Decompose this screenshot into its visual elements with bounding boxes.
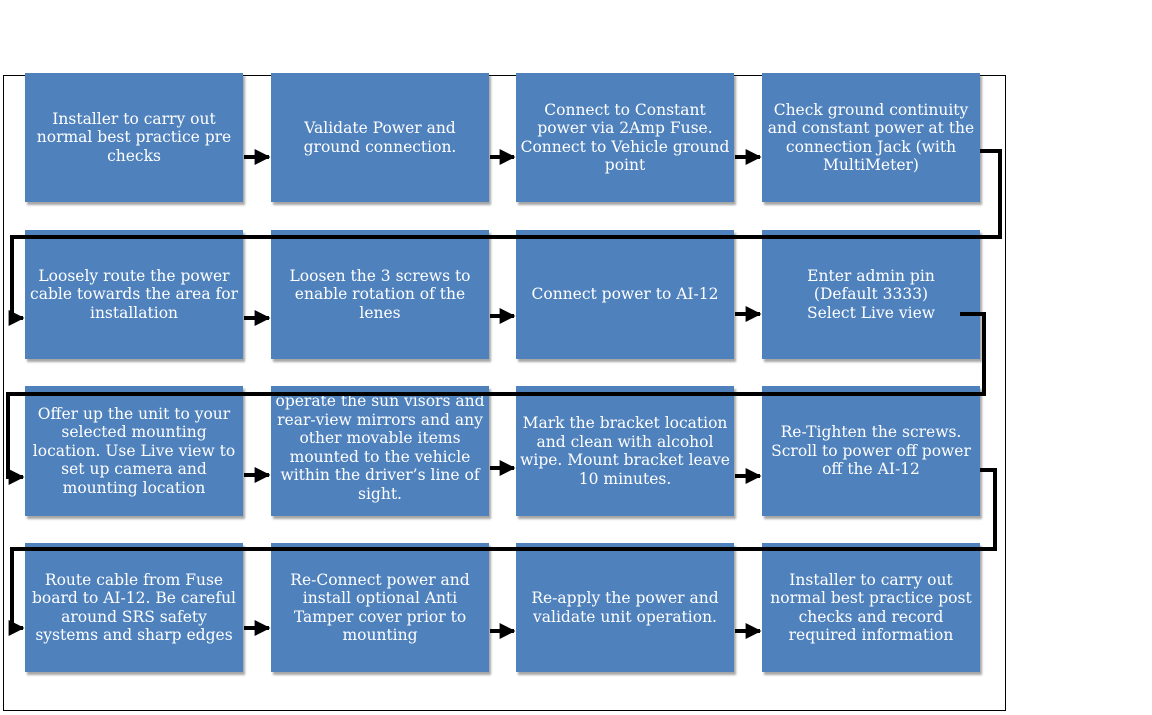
step-13-box: Route cable from Fuse board to AI-12. Be… bbox=[25, 543, 243, 672]
step-10-box: operate the sun visors and rear-view mir… bbox=[271, 386, 489, 516]
step-9-box: Offer up the unit to your selected mount… bbox=[25, 386, 243, 516]
step-12-box: Re-Tighten the screws. Scroll to power o… bbox=[762, 386, 980, 516]
step-15-box: Re-apply the power and validate unit ope… bbox=[516, 543, 734, 672]
step-6-box: Loosen the 3 screws to enable rotation o… bbox=[271, 230, 489, 359]
diagram-frame bbox=[3, 75, 1006, 711]
step-11-box: Mark the bracket location and clean with… bbox=[516, 386, 734, 516]
arrow-8-9 bbox=[6, 312, 986, 485]
step-14-box: Re-Connect power and install optional An… bbox=[271, 543, 489, 672]
step-4-box: Check ground continuity and constant pow… bbox=[762, 73, 980, 202]
arrow-4-5 bbox=[8, 149, 1002, 326]
step-8-box: Enter admin pin (Default 3333) Select Li… bbox=[762, 230, 980, 359]
step-3-box: Connect to Constant power via 2Amp Fuse.… bbox=[516, 73, 734, 202]
step-7-box: Connect power to AI-12 bbox=[516, 230, 734, 359]
step-16-box: Installer to carry out normal best pract… bbox=[762, 543, 980, 672]
step-5-box: Loosely route the power cable towards th… bbox=[25, 230, 243, 359]
step-1-box: Installer to carry out normal best pract… bbox=[25, 73, 243, 202]
arrow-12-13 bbox=[8, 468, 997, 636]
step-2-box: Validate Power and ground connection. bbox=[271, 73, 489, 202]
